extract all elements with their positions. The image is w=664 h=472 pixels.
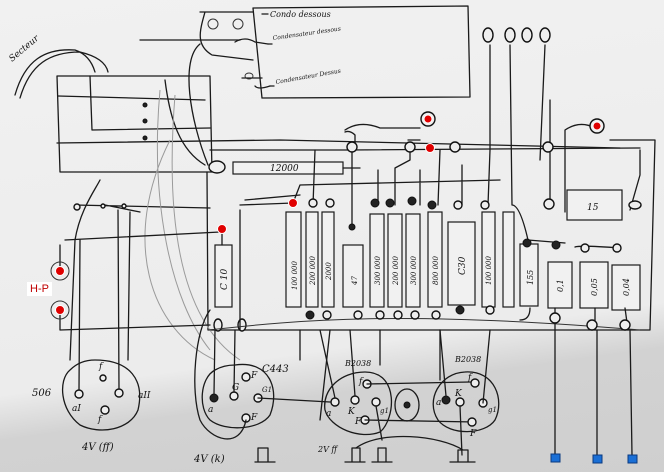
tube-b2038-1: B2038 f a K g1 F (319, 329, 476, 441)
blue-markers (550, 329, 638, 464)
resistor-2: 200 000 (305, 211, 319, 308)
marker-red (288, 198, 298, 208)
marker-red (592, 121, 602, 131)
capacitor-c10 (214, 244, 233, 308)
capacitor-13: 0,05 (579, 261, 609, 309)
tube-b2038-2: B2038 f a K g1 F (432, 329, 500, 456)
component-row: 100 000 200 000 2000 47 300 000 200 000 … (207, 27, 642, 421)
tube-b2038-2-pin-g1: g1 (488, 406, 497, 414)
tube-506-pin-f2: f (97, 415, 103, 425)
supply-2v-label: 2V ff (317, 445, 338, 454)
tube-c443-pin-f: F (250, 371, 258, 381)
tube-506-label: 506 (32, 388, 52, 399)
resistor-15-label: 15 (587, 203, 599, 213)
resistor-7: 300 000 (405, 213, 421, 308)
capacitor-4-label: 47 (351, 276, 359, 286)
resistor-12000-label: 12000 (270, 164, 299, 174)
tube-506-pin-a2: aII (138, 391, 151, 401)
tube-b2038-1-label: B2038 (344, 359, 371, 368)
resistor-1: 100 000 (285, 211, 302, 308)
marker-red (425, 143, 435, 153)
tube-506-supply: 4V (ff) (81, 442, 114, 453)
resistor-6-label: 200 000 (392, 256, 400, 286)
resistor-column (502, 211, 515, 308)
resistor-15: 15 (566, 189, 623, 221)
resistor-8-label: 800 000 (432, 256, 440, 285)
tube-b2038-2-pin-a: a (436, 398, 441, 408)
label-cap-above: Condensateur Dessus (275, 68, 341, 86)
capacitor-13-label: 0,05 (590, 278, 599, 296)
resistor-5-label: 300 000 (374, 256, 382, 285)
capacitor-12-label: 0,1 (556, 279, 565, 292)
marker-blue (592, 454, 603, 464)
top-panel: Condo dessous Condensateur dessous Conde… (199, 5, 471, 99)
marker-blue (550, 453, 561, 463)
tube-b2038-1-pin-F: F (354, 417, 362, 427)
capacitor-9: C30 (447, 221, 476, 306)
tube-b2038-1-pin-f: f (358, 377, 364, 387)
tube-506: 506 f aI aII f 4V (ff) (32, 209, 151, 453)
tube-b2038-1-pin-a: a (326, 409, 331, 419)
marker-blue (627, 454, 638, 464)
marker-red (55, 266, 65, 276)
tube-b2038-2-pin-k: K (454, 389, 463, 399)
resistor-2-label: 200 000 (309, 256, 317, 286)
marker-red (423, 114, 433, 124)
tube-c443-supply: 4V (k) (193, 454, 225, 465)
tube-506-pin-f: f (98, 362, 104, 372)
tube-b2038-2-pin-f: f (467, 373, 473, 383)
socket-middle-pin (403, 401, 411, 409)
capacitor-12: 0,1 (547, 261, 573, 309)
tube-c443: C443 a G G1 F F 4V (k) (193, 309, 331, 465)
marker-red (217, 224, 227, 234)
label-cap-top: Condo dessous (270, 10, 331, 19)
capacitor-4: 47 (342, 244, 364, 308)
tube-506-pin-a1: aI (72, 404, 81, 414)
capacitor-14: 0,04 (611, 264, 641, 311)
tube-c443-label: C443 (262, 364, 289, 375)
tube-b2038-1-pin-g1: g1 (380, 407, 389, 415)
capacitor-14-label: 0,04 (622, 278, 631, 296)
tube-c443-pin-g1: G1 (262, 386, 272, 394)
bottom-terminals: 2V ff (254, 435, 476, 463)
resistor-3: 2000 (321, 211, 335, 308)
marker-red (55, 305, 65, 315)
resistor-1-label: 100 000 (291, 261, 299, 290)
resistor-7-label: 300 000 (410, 256, 418, 285)
capacitor-c10-label: C 10 (220, 269, 230, 290)
speaker-label: H-P (27, 282, 52, 296)
resistor-10: 100 000 (481, 211, 496, 308)
speaker-terminals (50, 261, 70, 320)
capacitor-11-label: 155 (526, 270, 535, 285)
label-cap-below: Condensateur dessous (272, 25, 341, 41)
tube-c443-pin-f2: F (250, 413, 258, 423)
red-markers (55, 111, 605, 315)
left-chassis (56, 75, 621, 213)
main-chassis: 12000 C 10 (59, 39, 656, 361)
resistor-10-label: 100 000 (485, 256, 493, 285)
tube-b2038-2-label: B2038 (454, 355, 481, 364)
resistor-8: 800 000 (427, 211, 443, 308)
resistor-5: 300 000 (369, 213, 385, 308)
capacitor-11: 155 (519, 243, 539, 307)
resistor-3-label: 2000 (325, 262, 333, 281)
resistor-6: 200 000 (387, 213, 403, 308)
capacitor-9-label: C30 (458, 256, 468, 275)
tube-c443-pin-a: a (208, 405, 213, 415)
socket-middle (394, 388, 420, 422)
tube-b2038-2-pin-F: F (469, 429, 477, 439)
tube-c443-pin-g: G (232, 383, 239, 393)
tube-b2038-1-pin-k: K (347, 407, 356, 417)
